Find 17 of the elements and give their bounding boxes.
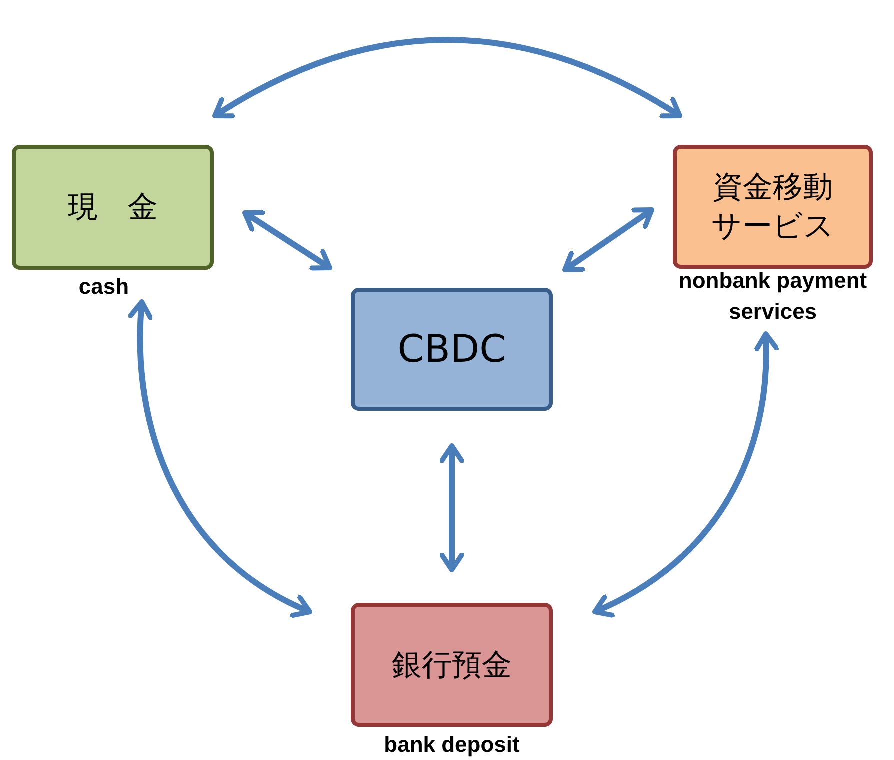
- bank-deposit-box: [351, 603, 553, 727]
- double-arrow: [128, 300, 312, 618]
- box-label: 現 金: [68, 189, 158, 227]
- node-label: bank deposit: [383, 731, 521, 759]
- double-arrow: [212, 37, 682, 120]
- cash-box: [12, 145, 214, 270]
- node-label: nonbank payment services: [678, 267, 868, 326]
- cbdc-box: [351, 288, 553, 411]
- node-label: cash: [78, 273, 130, 301]
- box-label: CBDC: [398, 326, 506, 373]
- double-arrow: [562, 208, 654, 272]
- payment-services-box: [673, 145, 873, 269]
- box-label: 銀行預金: [392, 646, 512, 684]
- double-arrow: [440, 444, 464, 572]
- box-label: 資金移動サービス: [710, 169, 836, 246]
- double-arrow: [592, 332, 779, 618]
- double-arrow: [242, 210, 332, 271]
